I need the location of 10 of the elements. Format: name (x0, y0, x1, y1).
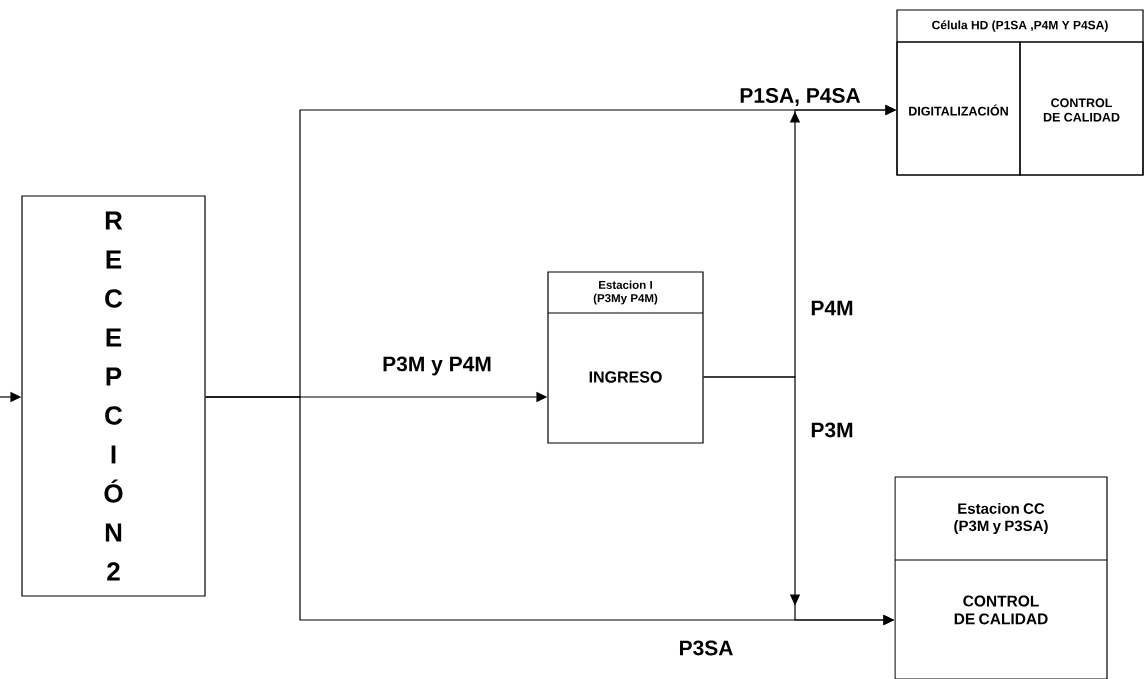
edge-label: P1SA, P4SA (738, 87, 862, 107)
station-box: Estacion I (P3My P4M) INGRESO (547, 271, 704, 444)
station-box: Estacion CC (P3M y P3SA) CONTROL DE CALIDAD (894, 476, 1108, 679)
edge-label: P3M (809, 421, 855, 439)
cell: DIGITALIZACIÓN (896, 41, 1021, 176)
cell: CONTROL DE CALIDAD (1019, 41, 1144, 176)
edge-label: P3SA (677, 639, 735, 657)
edge-label: P3M y P4M (381, 355, 493, 377)
edge-label: P4M (809, 299, 855, 317)
process-box: R E C E P C I Ó N 2 (21, 195, 206, 597)
